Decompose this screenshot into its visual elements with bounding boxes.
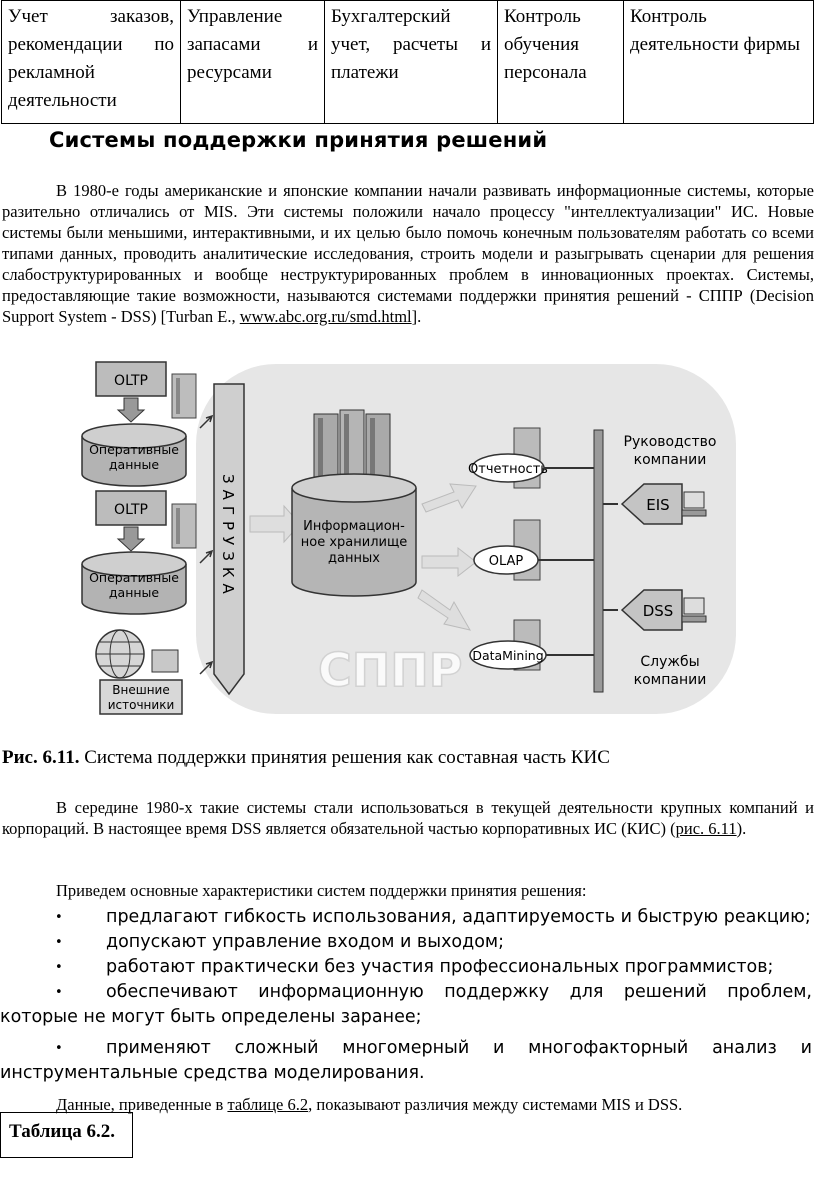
table-row: Учет заказов, рекомендации по рекламной …	[1, 0, 814, 124]
oltp-label-1: OLTP	[114, 373, 148, 389]
bullet-icon: •	[55, 910, 63, 925]
section-title: Системы поддержки принятия решений	[49, 128, 548, 152]
external-sources-box	[99, 679, 183, 715]
dw-label-c: данных	[328, 551, 380, 566]
figure-link[interactable]: рис. 6.11	[675, 819, 737, 838]
paragraph-table-ref: Данные, приведенные в таблице 6.2, показ…	[56, 1095, 683, 1114]
list-item: •работают практически без участия профес…	[0, 955, 812, 980]
table-cell: Бухгалтерский учет, расчеты и платежи	[324, 0, 498, 124]
datamining-label: DataMining	[472, 648, 543, 663]
list-item: •обеспечивают информационную поддержку д…	[0, 982, 812, 1027]
paragraph-text: В середине 1980-х такие системы стали ис…	[2, 798, 814, 838]
paragraph-characteristics: Приведем основные характеристики систем …	[2, 880, 814, 901]
oltp-box-2	[95, 490, 167, 526]
database-operational-1: Оперативные данные	[81, 423, 187, 487]
dw-label-b: ное хранилище	[301, 535, 407, 550]
characteristics-list: •предлагают гибкость использования, адап…	[0, 905, 812, 1086]
olap-label: OLAP	[489, 554, 524, 569]
oltp-label-2: OLTP	[114, 502, 148, 518]
opdata-label-2a: Оперативные	[89, 570, 179, 585]
watermark-text: СППР	[318, 643, 462, 697]
reference-link[interactable]: www.abc.org.ru/smd.html	[239, 307, 412, 326]
bullet-icon: •	[55, 1041, 63, 1056]
list-item: •допускают управление входом и выходом;	[0, 930, 812, 955]
caption-label: Рис. 6.11.	[2, 747, 80, 768]
load-label: ЗАГРУЗКА	[219, 474, 237, 600]
computer-icon	[683, 597, 705, 615]
report-label: Отчетность	[468, 462, 548, 477]
bullet-icon: •	[55, 985, 63, 1000]
bullet-icon: •	[55, 935, 63, 950]
eis-label: EIS	[646, 496, 669, 514]
opdata-label-2b: данные	[109, 585, 160, 600]
caption-text: Система поддержки принятия решения как с…	[79, 747, 610, 768]
paragraph-text: В 1980-е годы американские и японские ко…	[2, 181, 814, 326]
bus-bar	[593, 429, 604, 693]
dss-diagram: СППР OLTP Оперативные данные OLTP Опера	[81, 361, 736, 715]
reporting-module: Отчетность	[468, 427, 548, 489]
datamining-module: DataMining	[469, 619, 547, 671]
external-sources-group: Внешние источники	[95, 629, 183, 715]
table-cell: Контроль обучения персонала	[497, 0, 624, 124]
list-item: •предлагают гибкость использования, адап…	[0, 905, 812, 930]
figure-caption: Рис. 6.11. Система поддержки принятия ре…	[2, 747, 610, 769]
oltp-box-1	[95, 361, 167, 397]
opdata-label-1b: данные	[109, 457, 160, 472]
satellite-dish-icon	[151, 649, 179, 673]
management-label-b: компании	[634, 452, 707, 468]
services-label-b: компании	[634, 672, 707, 688]
opdata-label-1a: Оперативные	[89, 442, 179, 457]
dss-label: DSS	[643, 602, 674, 620]
load-bar	[213, 383, 245, 696]
paragraph-intro: В 1980-е годы американские и японские ко…	[2, 180, 814, 327]
list-item: •применяют сложный многомерный и многофа…	[0, 1038, 812, 1083]
table-cell: Учет заказов, рекомендации по рекламной …	[1, 0, 181, 124]
oltp-group-2: OLTP	[95, 490, 197, 552]
oltp-group-1: OLTP	[95, 361, 197, 423]
external-label-a: Внешние	[112, 683, 169, 697]
paragraph-tail: ).	[736, 819, 747, 838]
flow-arrows	[249, 483, 477, 631]
paragraph-middle: В середине 1980-х такие системы стали ис…	[2, 797, 814, 839]
table-label: Таблица 6.2.	[0, 1112, 133, 1158]
database-operational-2: Оперативные данные	[81, 551, 187, 615]
table-cell: Контроль деятельности фирмы	[623, 0, 814, 124]
paragraph-tail: ].	[411, 307, 422, 326]
table-link[interactable]: таблице 6.2	[227, 1095, 309, 1114]
data-warehouse-database: Информацион- ное хранилище данных	[291, 473, 417, 597]
dss-node: DSS	[620, 589, 707, 631]
computer-icon	[683, 491, 705, 509]
management-label-a: Руководство	[624, 434, 717, 450]
eis-node: EIS	[620, 483, 707, 525]
table-cell: Управление запасами и ресурсами	[180, 0, 325, 124]
functions-table: Учет заказов, рекомендации по рекламной …	[1, 0, 814, 124]
bullet-icon: •	[55, 960, 63, 975]
external-label-b: источники	[108, 698, 175, 712]
paragraph-text: Приведем основные характеристики систем …	[56, 881, 587, 900]
services-label-a: Службы	[640, 654, 699, 670]
dw-label-a: Информацион-	[303, 519, 405, 534]
olap-module: OLAP	[473, 519, 541, 581]
